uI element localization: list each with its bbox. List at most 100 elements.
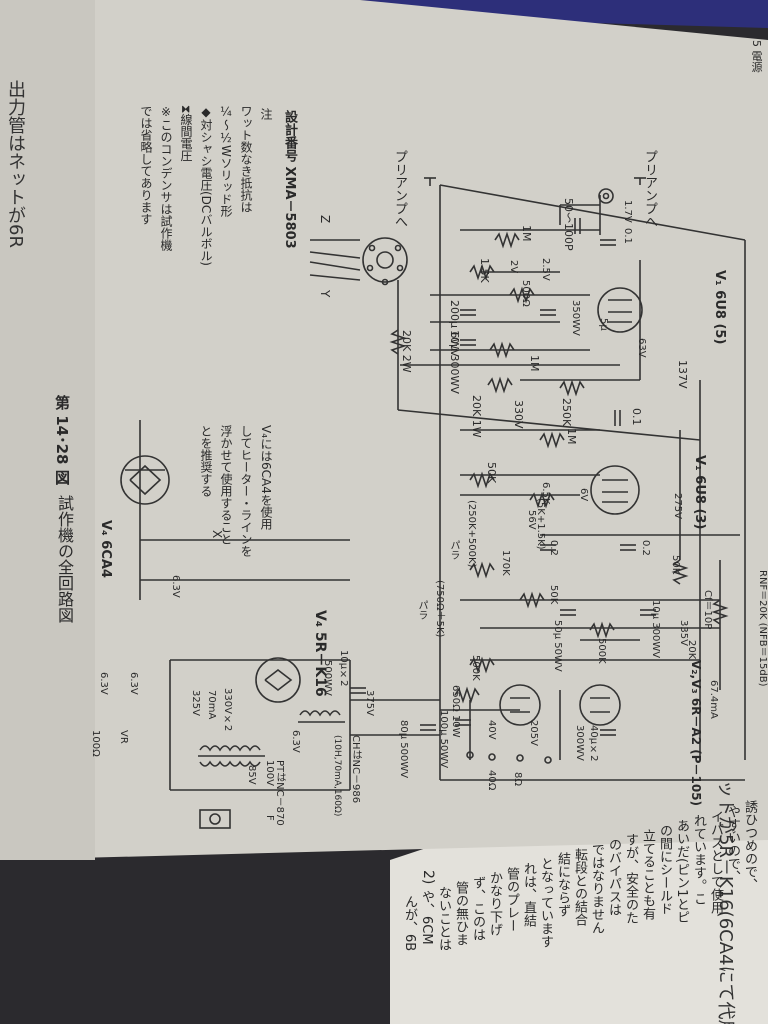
ac-plug [199, 809, 231, 829]
label: X [210, 530, 224, 539]
note-line: ※このコンデンサは試作機 [159, 105, 173, 251]
label: 63V [636, 338, 647, 358]
note-line: ¼～½Wソリッド形 [219, 105, 233, 217]
blue-cover [360, 0, 768, 28]
right-page-line: ではなりません [589, 842, 604, 934]
label: 1M [565, 428, 578, 445]
label: 100Ω [90, 730, 101, 757]
label: 56V [526, 510, 537, 530]
label: パラ [448, 540, 459, 560]
label: 50K [485, 462, 498, 484]
right-page-line: のバイパスは [606, 838, 621, 917]
label: 40V [486, 720, 497, 740]
label: (750Ω＋5K) [434, 580, 445, 638]
label: 67.4mA [708, 680, 719, 719]
label: 0.2 [640, 540, 651, 556]
page-header: 5 電源 [750, 40, 763, 73]
label: 6.3V [170, 575, 181, 598]
right-page-line: やすいので、 [725, 804, 740, 883]
label: 10μ 300WV [650, 600, 661, 659]
right-page-line: の間にシールド [657, 823, 672, 915]
input-jack [598, 188, 614, 204]
label: (250K+500K) [466, 500, 477, 568]
right-page-line: イパスとして使用 [708, 809, 723, 914]
right-page-line: 立てることも有 [640, 828, 655, 920]
right-page-line: んが、6B [402, 895, 417, 952]
label: 650Ω 10W [450, 685, 461, 738]
choke [298, 710, 345, 723]
right-page-line: 管の無ひま [453, 880, 468, 946]
label: 50μ 50WV [552, 620, 563, 672]
note-line: ◆対シャシ電圧(DCバルボル) [199, 105, 213, 266]
label: 335V [678, 620, 689, 646]
label: F [264, 815, 275, 821]
label: 1.5K [478, 258, 491, 283]
label: 40Ω [486, 770, 497, 791]
label: 137V [676, 360, 689, 389]
note-line: ワット数なき抵抗は [239, 105, 253, 213]
right-page-line: かなり下げ [487, 871, 502, 937]
right-page-line: あいだ(ピン1とピ [674, 819, 689, 924]
label: 1M [520, 225, 533, 242]
label: (5K+1.5K) [535, 498, 546, 550]
right-page-line: となっています [538, 857, 553, 949]
right-page-line: 管のプレー [504, 866, 519, 932]
note-heading: 注 [259, 108, 273, 120]
note-line: では省略してあります [139, 105, 153, 225]
tube-v4-rectifier [255, 657, 301, 703]
left-page [0, 0, 768, 860]
preamp-out-label: プリアンプへ [642, 150, 657, 228]
schematic-wiring [139, 184, 746, 791]
label: 0.1 [630, 408, 643, 426]
right-page-line: れは、直結 [521, 861, 536, 927]
right-page-line: や、6CM [419, 890, 434, 946]
tube-v2 [499, 684, 541, 726]
tube-label-v4-rect: V₄ 5R－K16 [312, 610, 328, 697]
figure-title: 試作機の全回路図 [55, 495, 74, 623]
label: 2.5V [540, 258, 551, 281]
label: 70mA [206, 690, 217, 720]
tube-v3 [579, 684, 621, 726]
label: 330V×2 [222, 688, 233, 732]
label: 100V [264, 760, 275, 786]
label: 85V [246, 765, 257, 785]
right-page-line: すが、安全のた [623, 833, 638, 925]
label: 1.7V [622, 200, 633, 223]
capacitors [350, 218, 656, 736]
section-number: 2) [420, 870, 436, 885]
label: 5μ [598, 318, 609, 331]
input-socket [362, 237, 408, 286]
label: 325V [190, 690, 201, 716]
label: 250K [560, 398, 573, 427]
label: 1M [528, 355, 541, 372]
label: 40μ×2 [588, 725, 599, 762]
label: 100μ 50WV [438, 710, 449, 769]
figure-number: 第 14･28 図 [53, 395, 71, 485]
label: VR [118, 730, 129, 744]
label: 170K [500, 550, 511, 576]
label: 300WV [574, 725, 585, 761]
label: 10μ×2 [338, 650, 349, 687]
label: 0.2 [548, 540, 559, 556]
running-text-left: 出力管はネットが6R [5, 80, 26, 248]
right-page-line: 転段との結合 [572, 847, 587, 926]
label: 205V [528, 720, 539, 746]
tube-label-v23: V₂,V₃ 6R－A2 (P－105) [689, 660, 703, 807]
resistors [389, 231, 729, 704]
label: Y [318, 290, 332, 298]
right-page-line: れています。こ [691, 814, 706, 906]
label: 50K [548, 585, 559, 605]
label: CHはNC－986 [350, 735, 361, 804]
v4-note-line: してヒーター・ラインを [239, 425, 253, 557]
v4-note-line: 浮かせて使用すること [219, 425, 233, 545]
label: PTはNC－870 [274, 760, 285, 826]
tube-label-v1a: V₁ 6U8 (5) [712, 270, 727, 345]
label: 20K [686, 640, 697, 660]
label: 20K 1W [470, 395, 483, 438]
label: 350WV [570, 300, 581, 336]
power-transformer [198, 745, 265, 767]
note-line: ⧗線間電圧 [179, 105, 193, 162]
